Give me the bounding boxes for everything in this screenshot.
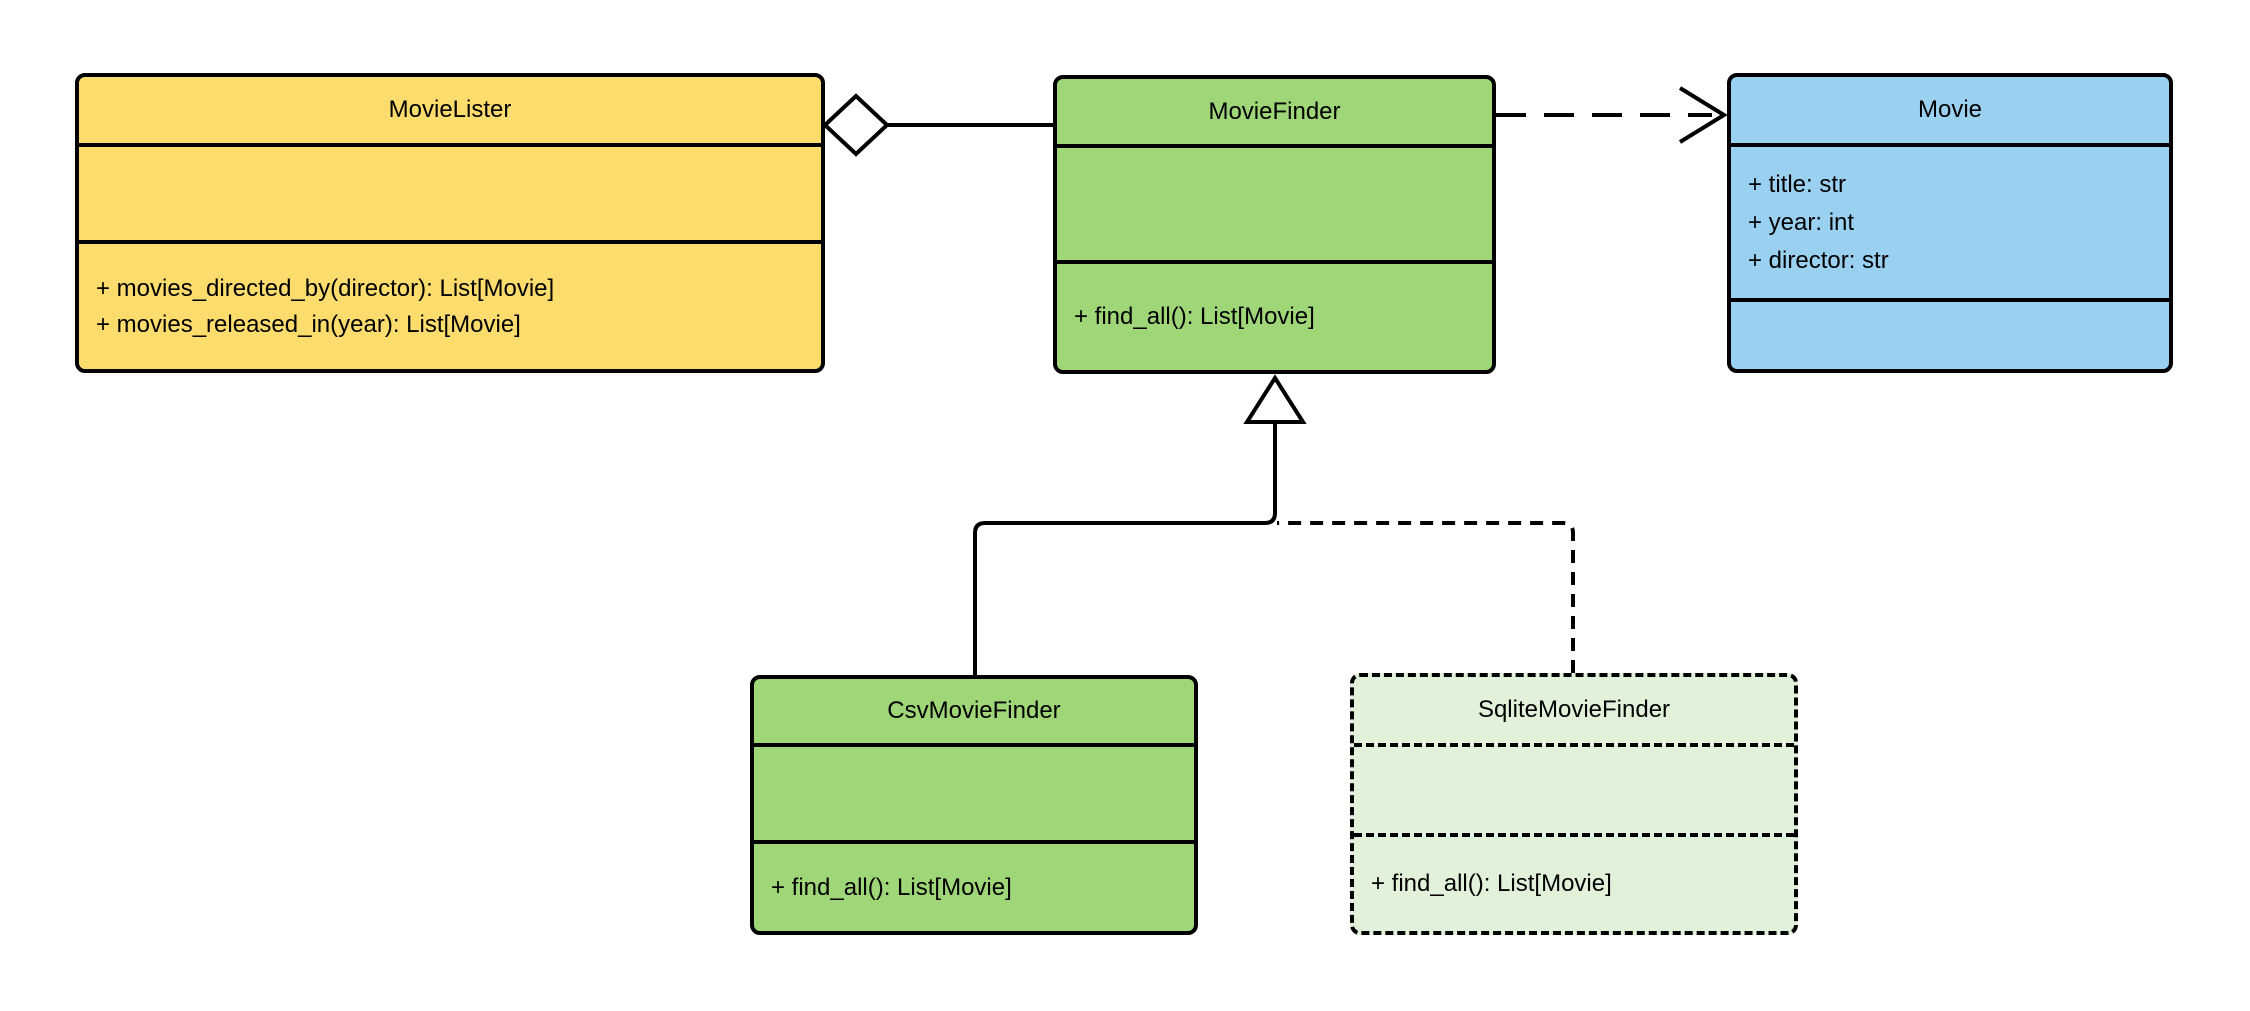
class-movie-attributes: + title: str + year: int + director: str (1731, 143, 2169, 298)
class-csvmoviefinder-attributes (754, 743, 1194, 840)
method-label: + find_all(): List[Movie] (1074, 303, 1315, 330)
class-movielister-title: MovieLister (388, 96, 512, 123)
class-movielister: MovieLister + movies_directed_by(directo… (75, 73, 825, 373)
class-movie-methods (1731, 298, 2169, 369)
class-movielister-attributes (79, 143, 821, 240)
class-sqlitemoviefinder-attributes (1354, 743, 1794, 833)
class-csvmoviefinder: CsvMovieFinder + find_all(): List[Movie] (750, 675, 1198, 935)
class-movie: Movie + title: str + year: int + directo… (1727, 73, 2173, 373)
class-csvmoviefinder-methods: + find_all(): List[Movie] (754, 840, 1194, 931)
method-label: + movies_released_in(year): List[Movie] (96, 310, 521, 338)
class-sqlitemoviefinder: SqliteMovieFinder + find_all(): List[Mov… (1350, 673, 1798, 935)
generalization-line-sqlitemoviefinder-moviefinder (1277, 521, 1575, 673)
attribute-label: + director: str (1748, 246, 1889, 274)
class-moviefinder: MovieFinder + find_all(): List[Movie] (1053, 75, 1496, 374)
method-label: + movies_directed_by(director): List[Mov… (96, 274, 555, 302)
attribute-label: + title: str (1748, 170, 1847, 198)
class-moviefinder-methods: + find_all(): List[Movie] (1057, 260, 1492, 370)
aggregation-diamond-icon (822, 93, 890, 157)
attribute-label: + year: int (1748, 208, 1855, 236)
class-sqlitemoviefinder-title: SqliteMovieFinder (1477, 696, 1671, 723)
class-movielister-methods: + movies_directed_by(director): List[Mov… (79, 240, 821, 369)
class-csvmoviefinder-title: CsvMovieFinder (887, 697, 1061, 724)
generalization-triangle-icon (1243, 374, 1307, 424)
class-moviefinder-title: MovieFinder (1208, 97, 1341, 125)
class-sqlitemoviefinder-methods: + find_all(): List[Movie] (1354, 833, 1794, 931)
generalization-line-csvmoviefinder-moviefinder (973, 422, 1277, 675)
class-moviefinder-attributes (1057, 144, 1492, 260)
dependency-open-arrowhead-icon (1678, 86, 1728, 144)
class-movie-title: Movie (1917, 96, 1983, 123)
method-label: + find_all(): List[Movie] (771, 873, 1012, 901)
method-label: + find_all(): List[Movie] (1371, 870, 1612, 897)
